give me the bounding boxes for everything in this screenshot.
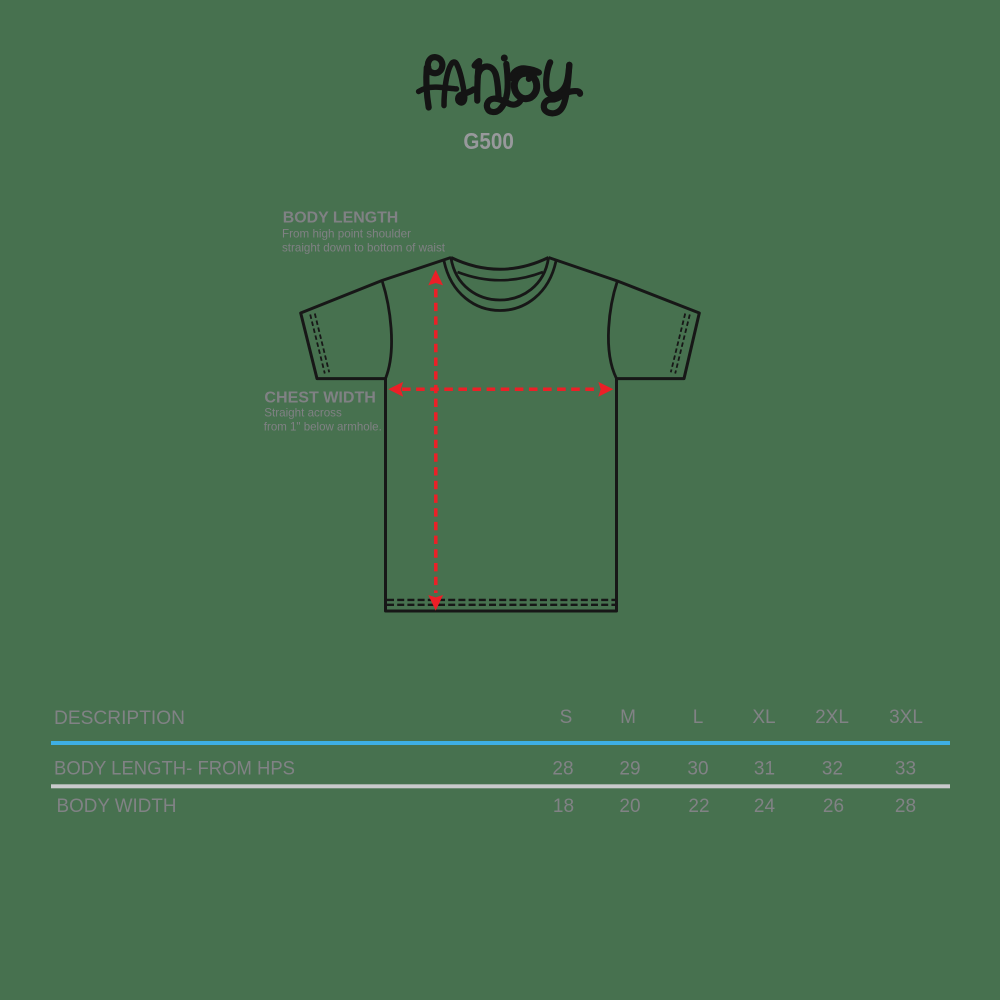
svg-text:DESCRIPTION: DESCRIPTION: [54, 708, 185, 729]
svg-text:28: 28: [552, 758, 573, 779]
svg-text:20: 20: [619, 796, 640, 817]
svg-text:S: S: [560, 707, 573, 728]
svg-text:BODY LENGTH- FROM HPS: BODY LENGTH- FROM HPS: [54, 759, 295, 780]
svg-text:From high point shoulder: From high point shoulder: [282, 227, 411, 241]
svg-text:3XL: 3XL: [889, 707, 923, 728]
svg-text:Straight across: Straight across: [264, 406, 342, 420]
svg-text:18: 18: [553, 796, 574, 817]
svg-text:28: 28: [895, 796, 916, 817]
svg-text:BODY WIDTH: BODY WIDTH: [57, 796, 177, 817]
svg-text:31: 31: [754, 758, 775, 779]
svg-text:24: 24: [754, 796, 776, 817]
svg-text:BODY LENGTH: BODY LENGTH: [283, 210, 399, 227]
svg-text:G500: G500: [463, 128, 514, 154]
svg-text:32: 32: [822, 758, 843, 779]
svg-text:CHEST WIDTH: CHEST WIDTH: [264, 390, 376, 407]
svg-text:26: 26: [823, 796, 844, 817]
svg-text:2XL: 2XL: [815, 707, 849, 728]
svg-text:XL: XL: [752, 707, 775, 728]
svg-text:M: M: [620, 707, 636, 728]
svg-text:22: 22: [688, 796, 709, 817]
svg-text:33: 33: [895, 758, 916, 779]
svg-text:from 1" below armhole.: from 1" below armhole.: [264, 420, 382, 434]
svg-text:30: 30: [687, 758, 708, 779]
svg-text:29: 29: [619, 758, 640, 779]
svg-text:L: L: [693, 707, 704, 728]
svg-text:straight down to bottom of wai: straight down to bottom of waist: [282, 241, 446, 255]
